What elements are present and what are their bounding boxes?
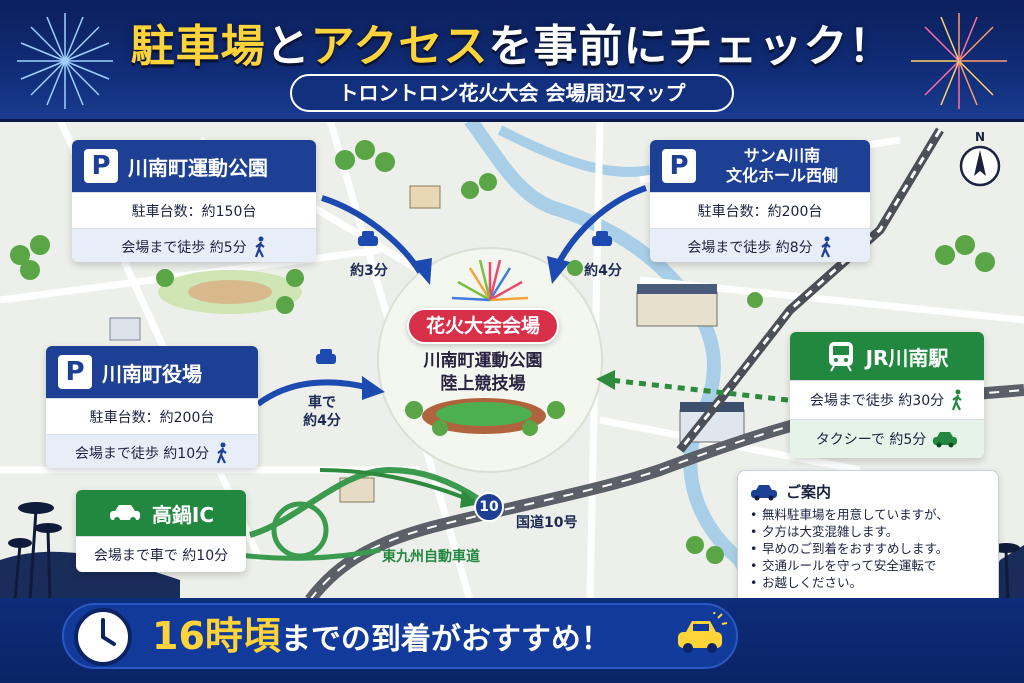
ic-drive-text: 会場まで車で 約10分 bbox=[93, 547, 229, 564]
parking-capacity-text: 駐車台数：約200台 bbox=[89, 409, 215, 426]
station-walk-text: 会場まで徒歩 約30分 bbox=[809, 393, 945, 409]
walking-person-icon bbox=[820, 236, 831, 257]
clock-icon bbox=[74, 608, 132, 666]
page-subtitle: トロントロン花火大会 会場周辺マップ bbox=[290, 74, 734, 112]
parking-walk-time: 会場まで徒歩 約8分 bbox=[650, 228, 870, 262]
arrival-text: までの到着がおすすめ！ bbox=[280, 622, 611, 657]
walking-person-icon bbox=[952, 389, 962, 411]
title-check: を事前にチェック！ bbox=[488, 21, 894, 72]
title-parking: 駐車場 bbox=[130, 21, 266, 72]
route-10-label: 国道10号 bbox=[516, 515, 578, 531]
parking-card-header: P 川南町役場 bbox=[46, 346, 258, 398]
route-10-badge-text: 10 bbox=[479, 499, 499, 515]
parking-name: 川南町運動公園 bbox=[128, 155, 268, 180]
firework-left-icon bbox=[17, 13, 113, 109]
train-icon bbox=[828, 342, 853, 372]
parking-capacity: 駐車台数：約200台 bbox=[46, 398, 258, 434]
notice-item: 早めのご到着をおすすめします。 bbox=[750, 540, 986, 557]
parking-card-undo-koen[interactable]: P 川南町運動公園 駐車台数：約150台 会場まで徒歩 約5分 bbox=[72, 140, 316, 262]
parking-card-header: P 川南町運動公園 bbox=[72, 140, 316, 192]
parking-name-line2: 文化ホール西側 bbox=[725, 166, 838, 185]
venue-label: 花火大会会場 bbox=[407, 308, 559, 344]
car-icon bbox=[751, 484, 777, 500]
station-taxi-text: タクシーで 約5分 bbox=[815, 432, 927, 448]
car-icon bbox=[109, 505, 140, 523]
parking-name: 川南町役場 bbox=[102, 361, 202, 386]
notice-item: 交通ルールを守って安全運転で bbox=[750, 557, 986, 574]
expressway-label: 東九州自動車道 bbox=[382, 549, 480, 565]
venue-subtitle: 川南町運動公園 陸上競技場 bbox=[385, 350, 581, 396]
notice-title: ご案内 bbox=[750, 481, 986, 502]
venue-sub-line1: 川南町運動公園 bbox=[423, 351, 543, 371]
notice-title-text: ご案内 bbox=[786, 483, 832, 501]
ic-card-takanabe[interactable]: 高鍋IC 会場まで車で 約10分 bbox=[76, 490, 246, 572]
title-to: と bbox=[265, 21, 311, 72]
parking-capacity: 駐車台数：約150台 bbox=[72, 192, 316, 228]
venue-sub-line2: 陸上競技場 bbox=[440, 374, 526, 394]
drive-time-line1: 車で bbox=[308, 395, 336, 411]
parking-name-line1: サンA川南 bbox=[743, 146, 821, 165]
notice-list: 無料駐車場を用意していますが、 夕方は大変混雑します。 早めのご到着をおすすめし… bbox=[750, 506, 986, 591]
route-10-badge: 10 bbox=[474, 492, 504, 522]
venue-marker[interactable]: 花火大会会場 川南町運動公園 陸上競技場 bbox=[385, 296, 605, 446]
drive-time-line2: 約4分 bbox=[303, 413, 341, 429]
parking-walk-time: 会場まで徒歩 約5分 bbox=[72, 228, 316, 262]
arrival-banner bbox=[62, 603, 738, 669]
drive-time-label: 約3分 bbox=[350, 263, 388, 279]
notice-item-continued: お越しください。 bbox=[750, 574, 986, 591]
parking-walk-text: 会場まで徒歩 約5分 bbox=[121, 239, 247, 256]
station-name: JR川南駅 bbox=[865, 345, 949, 370]
station-taxi-time: タクシーで 約5分 bbox=[790, 419, 984, 458]
station-card-jr-kawaminami[interactable]: JR川南駅 会場まで徒歩 約30分 タクシーで 約5分 bbox=[790, 332, 984, 458]
title-access: アクセス bbox=[310, 21, 489, 72]
firework-right-icon bbox=[911, 13, 1007, 109]
parking-capacity: 駐車台数：約200台 bbox=[650, 192, 870, 228]
ic-name: 高鍋IC bbox=[151, 502, 215, 527]
north-compass-icon: N bbox=[958, 130, 1002, 192]
parking-capacity-text: 駐車台数：約150台 bbox=[131, 203, 257, 220]
notice-item-continued: 夕方は大変混雑します。 bbox=[750, 523, 986, 540]
parking-p-icon: P bbox=[662, 149, 696, 183]
parking-p-icon: P bbox=[58, 355, 92, 389]
parking-p-icon: P bbox=[84, 149, 118, 183]
page-title: 駐車場とアクセスを事前にチェック！ bbox=[0, 10, 1024, 74]
station-card-header: JR川南駅 bbox=[790, 332, 984, 380]
station-walk-time: 会場まで徒歩 約30分 bbox=[790, 380, 984, 419]
drive-time-label: 約4分 bbox=[584, 263, 622, 279]
walking-person-icon bbox=[217, 442, 227, 463]
parking-card-yakuba[interactable]: P 川南町役場 駐車台数：約200台 会場まで徒歩 約10分 bbox=[46, 346, 258, 468]
walking-person-icon bbox=[254, 236, 265, 257]
notice-item: 無料駐車場を用意していますが、 bbox=[750, 506, 986, 523]
parking-walk-text: 会場まで徒歩 約10分 bbox=[74, 445, 210, 462]
car-icon bbox=[678, 612, 728, 653]
arrival-time: 16時頃 bbox=[152, 614, 281, 658]
arrival-recommendation: 16時頃までの到着がおすすめ！ bbox=[152, 606, 692, 666]
compass-label: N bbox=[974, 130, 986, 144]
parking-walk-time: 会場まで徒歩 約10分 bbox=[46, 434, 258, 468]
parking-card-header: P サンA川南 文化ホール西側 bbox=[650, 140, 870, 192]
ic-drive-time: 会場まで車で 約10分 bbox=[76, 536, 246, 572]
parking-card-bunka-hall[interactable]: P サンA川南 文化ホール西側 駐車台数：約200台 会場まで徒歩 約8分 bbox=[650, 140, 870, 262]
taxi-icon bbox=[933, 432, 958, 448]
parking-capacity-text: 駐車台数：約200台 bbox=[697, 203, 823, 220]
drive-time-label: 車で 約4分 bbox=[292, 394, 352, 430]
parking-walk-text: 会場まで徒歩 約8分 bbox=[687, 239, 813, 256]
ic-card-header: 高鍋IC bbox=[76, 490, 246, 536]
notice-box: ご案内 無料駐車場を用意していますが、 夕方は大変混雑します。 早めのご到着をお… bbox=[737, 470, 999, 612]
header-banner: 駐車場とアクセスを事前にチェック！ トロントロン花火大会 会場周辺マップ bbox=[0, 0, 1024, 122]
